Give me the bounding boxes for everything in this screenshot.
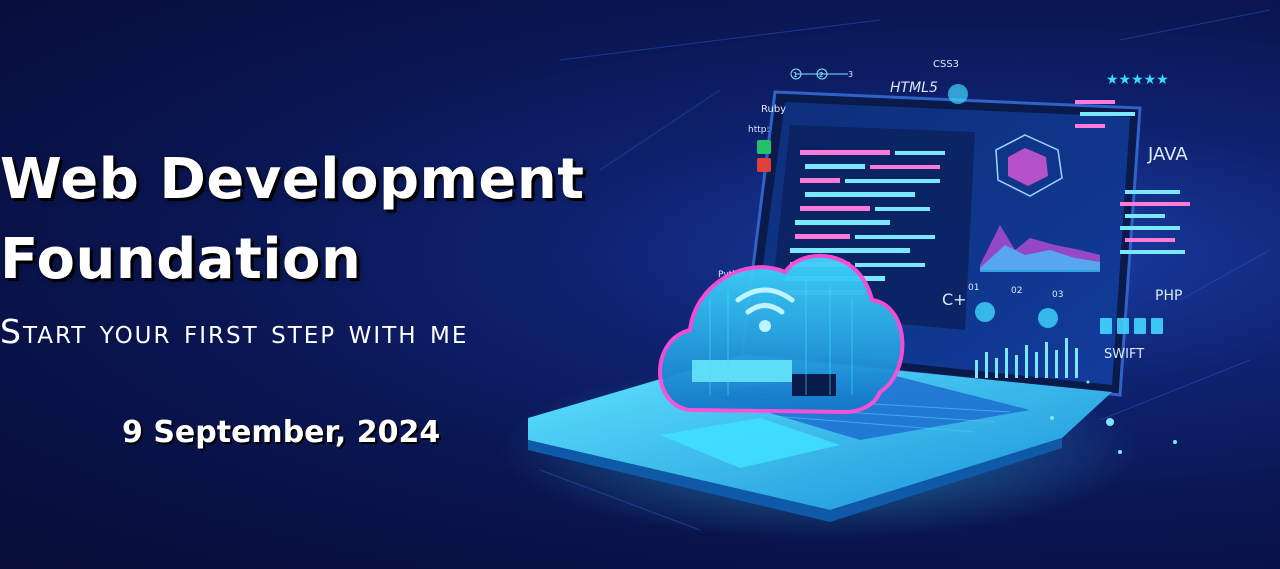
svg-text:★★★★★: ★★★★★	[1106, 72, 1169, 88]
course-subtitle: Start your first step with me	[0, 312, 469, 351]
label-html5: HTML5	[890, 80, 938, 96]
check-icon	[757, 140, 771, 154]
sparkles	[1050, 380, 1177, 454]
label-01: 01	[968, 283, 979, 293]
event-date: 9 September, 2024	[122, 415, 441, 450]
title-line-1: Web Development	[0, 147, 585, 212]
step-3: 3	[848, 70, 853, 79]
label-swift: SWIFT	[1104, 347, 1144, 362]
step-2: 2	[819, 71, 823, 79]
document-icon	[1100, 318, 1163, 334]
course-title: Web Development Foundation	[0, 140, 585, 300]
side-code	[1075, 100, 1190, 254]
label-ruby: Ruby	[761, 104, 786, 115]
cloud-wifi-icon	[658, 253, 905, 415]
close-icon	[757, 158, 771, 172]
title-line-2: Foundation	[0, 227, 362, 292]
bar-chart	[975, 338, 1078, 378]
label-java: JAVA	[1147, 144, 1188, 165]
label-cplus: C+	[942, 290, 967, 309]
step-indicator: 1 2 3	[790, 68, 853, 80]
radar-chart-icon	[995, 134, 1063, 197]
label-php: PHP	[1155, 288, 1182, 304]
label-http: http:	[748, 125, 770, 135]
label-03: 03	[1052, 290, 1063, 300]
area-chart	[980, 225, 1100, 272]
label-02: 02	[1011, 286, 1022, 296]
label-css3: CSS3	[933, 59, 959, 70]
rating-stars: ★★★★★	[1106, 72, 1169, 88]
step-1: 1	[793, 71, 797, 79]
